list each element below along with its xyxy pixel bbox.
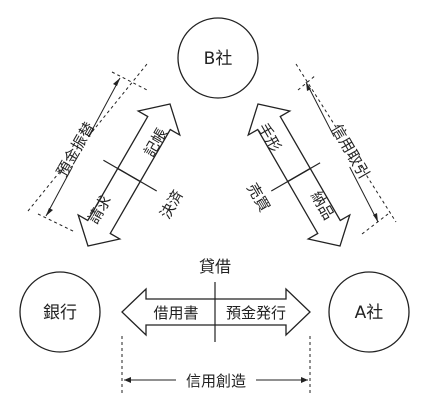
node-a-label: A社	[355, 303, 384, 323]
bottom-dim-label: 信用創造	[186, 372, 246, 390]
right-arrow-label-baibai: 売買	[243, 180, 274, 215]
right-dim-arrowhead-bottom	[373, 213, 378, 222]
bottom-double-arrow	[121, 282, 311, 342]
bottom-arrow-label-yokin-hakko: 預金発行	[226, 304, 286, 322]
left-dim-label-bg	[44, 121, 110, 179]
right-dim-label-bg	[312, 121, 378, 179]
left-dim-arrowhead-top	[113, 78, 120, 86]
bottom-arrow-shape	[121, 287, 311, 337]
left-dim-extension-bottom	[27, 63, 148, 212]
left-double-arrow	[77, 103, 181, 247]
right-dimension	[295, 63, 397, 235]
left-arrow-crossbar	[100, 158, 158, 192]
bottom-arrow-label-shakuyosho: 借用書	[153, 304, 198, 322]
bottom-dim-arrowhead-right	[301, 377, 308, 383]
bottom-dimension	[121, 336, 311, 394]
bottom-dim-arrowhead-left	[124, 377, 131, 383]
left-dim-tick-bottom	[37, 213, 76, 233]
right-double-arrow	[247, 103, 351, 247]
bottom-arrow-label-taishaku: 貸借	[199, 257, 231, 276]
left-dim-tick-top	[111, 71, 148, 91]
node-b-company: B社	[177, 17, 259, 99]
right-dim-tick-top	[297, 74, 317, 91]
node-a-circle	[328, 271, 410, 353]
right-dim-arrowhead-top	[306, 82, 311, 91]
node-b-circle	[177, 17, 259, 99]
left-arrow-label-kessai: 決済	[156, 187, 187, 222]
node-bank-label: 銀行	[43, 303, 77, 323]
node-b-label: B社	[204, 49, 233, 69]
right-dim-extension	[295, 63, 397, 223]
node-bank-circle	[19, 271, 101, 353]
right-arrow-crossbar	[270, 158, 328, 192]
node-a-company: A社	[328, 271, 410, 353]
left-dimension	[27, 63, 148, 233]
node-bank: 銀行	[19, 271, 101, 353]
left-dim-arrowhead-bottom	[46, 208, 53, 216]
